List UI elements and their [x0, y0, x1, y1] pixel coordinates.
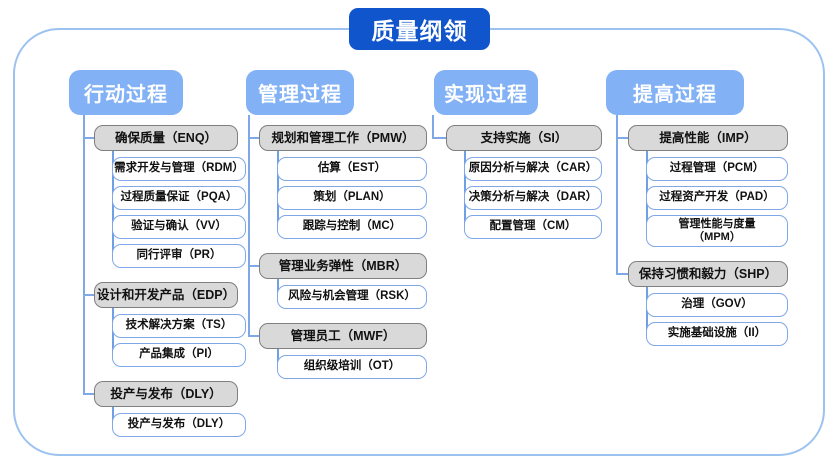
leaf-box-1-1-1[interactable]: 需求开发与管理（RDM）: [112, 157, 246, 181]
leaf-box-4-2-1[interactable]: 治理（GOV）: [646, 293, 788, 317]
leaf-box-1-2-2[interactable]: 产品集成（PI）: [112, 343, 246, 367]
group-box-1-2[interactable]: 设计和开发产品（EDP）: [94, 282, 238, 308]
connector-group-stub: [248, 137, 259, 139]
connector-group-stub: [616, 137, 628, 139]
leaf-box-2-1-2[interactable]: 策划（PLAN）: [277, 186, 427, 210]
connector-group-stub: [432, 137, 446, 139]
connector-column-spine: [616, 115, 618, 274]
group-box-3-1[interactable]: 支持实施（SI）: [446, 125, 602, 151]
group-box-2-2[interactable]: 管理业务弹性（MBR）: [259, 253, 427, 279]
connector-group-stub: [248, 335, 259, 337]
leaf-box-1-1-3[interactable]: 验证与确认（VV）: [112, 215, 246, 239]
leaf-box-1-1-2[interactable]: 过程质量保证（PQA）: [112, 186, 246, 210]
connector-column-spine: [432, 115, 434, 138]
column-header-2[interactable]: 管理过程: [246, 70, 354, 115]
connector-column-spine: [83, 115, 85, 394]
leaf-box-3-1-2[interactable]: 决策分析与解决（DAR）: [464, 186, 602, 210]
leaf-box-2-2-1[interactable]: 风险与机会管理（RSK）: [277, 285, 427, 309]
column-header-1[interactable]: 行动过程: [69, 70, 183, 115]
connector-group-stub: [248, 265, 259, 267]
leaf-box-3-1-1[interactable]: 原因分析与解决（CAR）: [464, 157, 602, 181]
leaf-box-4-2-2[interactable]: 实施基础设施（II）: [646, 322, 788, 346]
column-header-3[interactable]: 实现过程: [434, 70, 538, 115]
group-box-1-1[interactable]: 确保质量（ENQ）: [94, 125, 238, 151]
leaf-box-3-1-3[interactable]: 配置管理（CM）: [464, 215, 602, 239]
leaf-box-4-1-1[interactable]: 过程管理（PCM）: [646, 157, 788, 181]
connector-group-stub: [616, 273, 628, 275]
connector-group-stub: [83, 393, 94, 395]
root-title: 质量纲领: [349, 8, 490, 50]
leaf-box-1-3-1[interactable]: 投产与发布（DLY）: [112, 413, 246, 437]
leaf-box-2-1-1[interactable]: 估算（EST）: [277, 157, 427, 181]
connector-group-stub: [83, 137, 94, 139]
group-box-2-1[interactable]: 规划和管理工作（PMW）: [259, 125, 427, 151]
connector-group-stub: [83, 294, 94, 296]
leaf-box-1-1-4[interactable]: 同行评审（PR）: [112, 244, 246, 268]
group-box-1-3[interactable]: 投产与发布（DLY）: [94, 381, 238, 407]
leaf-box-4-1-2[interactable]: 过程资产开发（PAD）: [646, 186, 788, 210]
group-box-2-3[interactable]: 管理员工（MWF）: [259, 323, 427, 349]
column-header-4[interactable]: 提高过程: [606, 70, 744, 115]
group-box-4-1[interactable]: 提高性能（IMP）: [628, 125, 788, 151]
leaf-box-4-1-3[interactable]: 管理性能与度量（MPM）: [646, 215, 788, 247]
connector-column-spine: [248, 115, 250, 336]
leaf-box-1-2-1[interactable]: 技术解决方案（TS）: [112, 314, 246, 338]
leaf-box-2-3-1[interactable]: 组织级培训（OT）: [277, 355, 427, 379]
group-box-4-2[interactable]: 保持习惯和毅力（SHP）: [628, 261, 788, 287]
leaf-box-2-1-3[interactable]: 跟踪与控制（MC）: [277, 215, 427, 239]
